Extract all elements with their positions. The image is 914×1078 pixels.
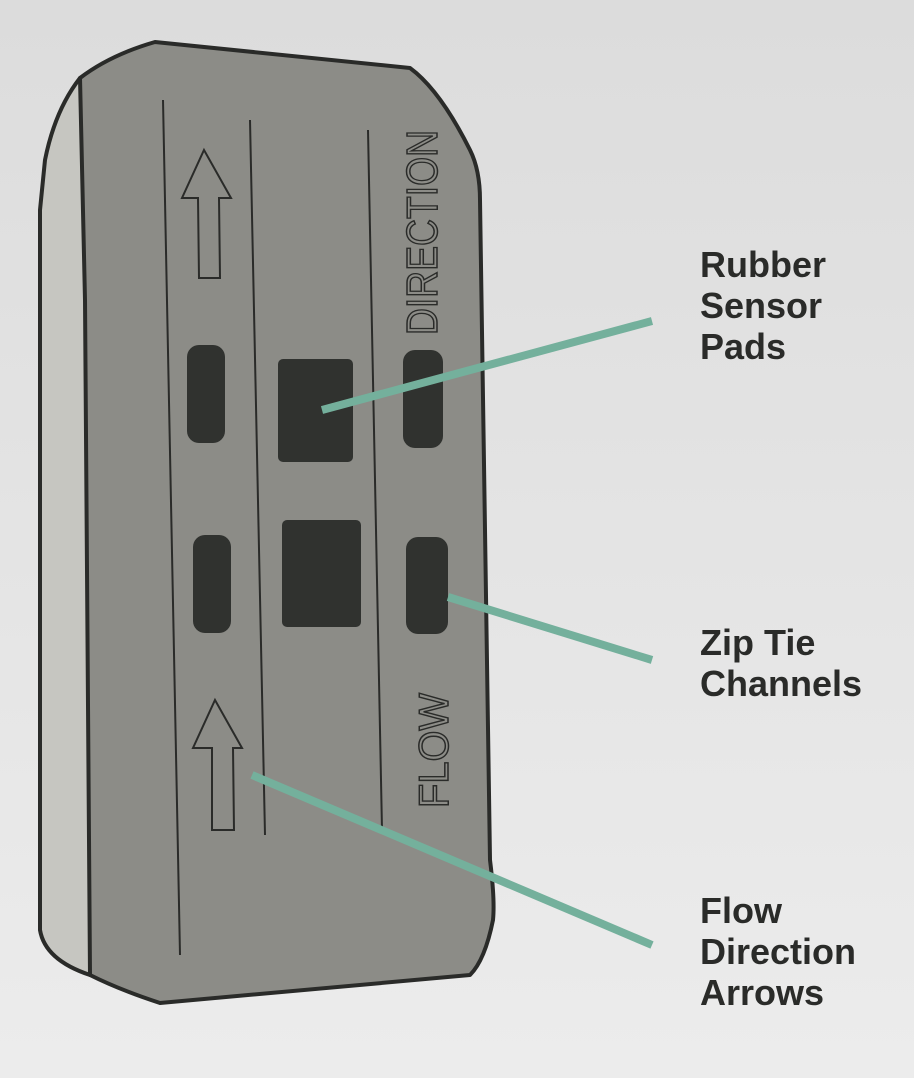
- callout-rubber-sensor-pads: Rubber Sensor Pads: [700, 244, 826, 367]
- callout-zip-tie-channels: Zip Tie Channels: [700, 622, 862, 704]
- callout-line: Sensor: [700, 285, 823, 326]
- callout-line: Pads: [700, 326, 787, 367]
- embossed-flow-text: FLOW: [410, 693, 457, 808]
- flow-arrow-icon-bottom: [191, 697, 244, 831]
- callout-flow-direction-arrows: Flow Direction Arrows: [700, 890, 856, 1013]
- callout-line: Arrows: [700, 972, 825, 1013]
- groove-left: [162, 99, 181, 956]
- leader-line-sensor-pads: [320, 317, 654, 414]
- device-side-panel: [38, 76, 97, 977]
- zip-tie-channel-right-top: [403, 350, 443, 448]
- callout-line: Zip Tie: [700, 622, 816, 663]
- zip-tie-channel-left-bottom: [193, 535, 231, 633]
- flow-arrow-icon-top: [180, 147, 233, 279]
- zip-tie-channel-left-top: [187, 345, 225, 443]
- rubber-sensor-pad-top: [278, 359, 353, 462]
- embossed-direction-text: DIRECTION: [398, 130, 447, 335]
- callout-line: Rubber: [700, 244, 826, 285]
- callout-line: Direction: [700, 931, 857, 972]
- zip-tie-channel-right-bottom: [406, 537, 448, 634]
- callout-line: Channels: [700, 663, 863, 704]
- groove-center-left: [249, 119, 266, 836]
- leader-line-zip-tie-channels: [446, 593, 654, 664]
- rubber-sensor-pad-bottom: [282, 520, 361, 627]
- leader-line-flow-arrows: [250, 771, 654, 949]
- groove-center-right: [367, 129, 383, 831]
- callout-line: Flow: [700, 890, 782, 931]
